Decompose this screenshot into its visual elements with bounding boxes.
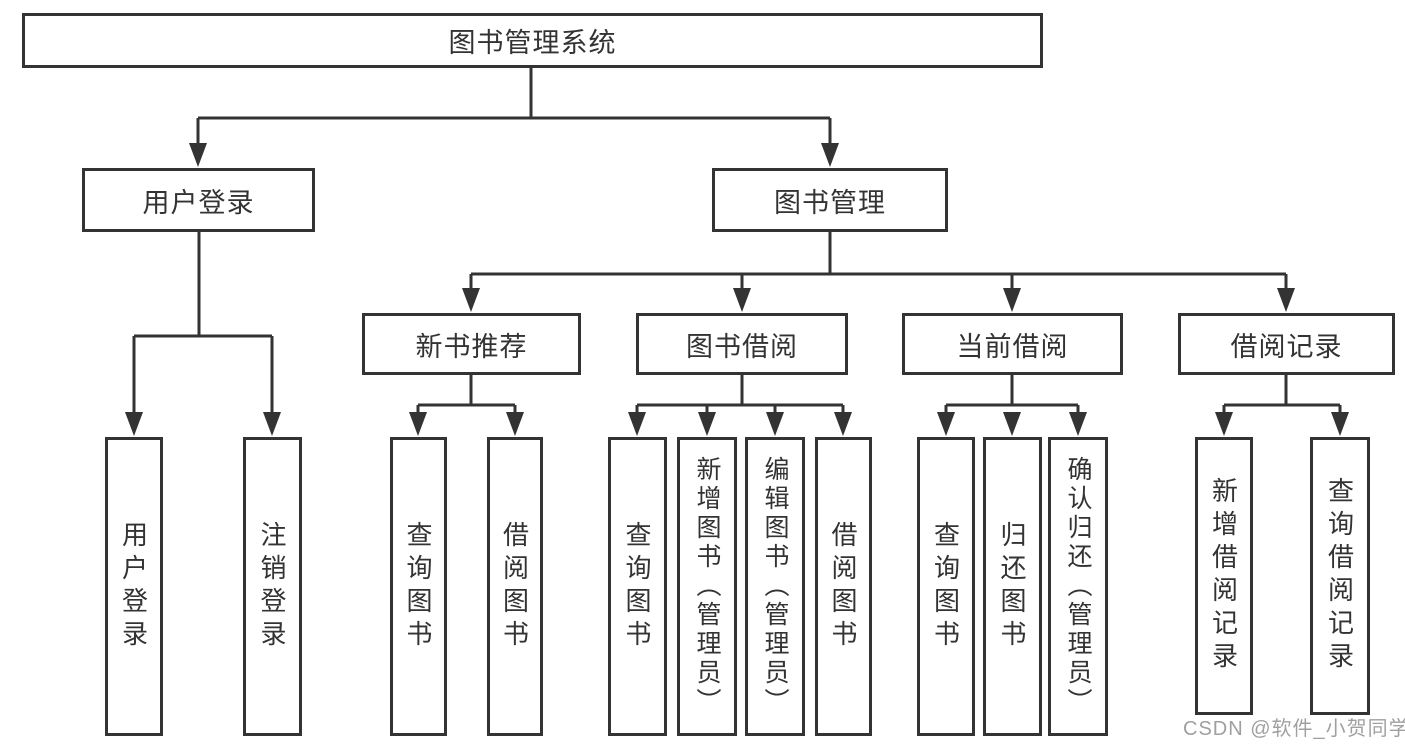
leaf-query-books-recommend: 查询图书: [390, 437, 447, 736]
leaf-query-books-borrow: 查询图书: [608, 437, 667, 736]
connector-user-login-to-leaves: [125, 232, 281, 436]
leaf-borrow-books: 借阅图书: [815, 437, 872, 736]
leaf-return-book: 归还图书: [983, 437, 1042, 736]
connector-new-book-recommend-to-leaves: [409, 375, 524, 436]
leaf-query-borrow-record: 查询借阅记录: [1310, 437, 1370, 715]
leaf-confirm-return-admin: 确认归还（管理员）: [1048, 437, 1108, 736]
node-borrow-records: 借阅记录: [1178, 313, 1395, 375]
node-current-borrow: 当前借阅: [902, 313, 1123, 375]
node-book-borrow: 图书借阅: [636, 313, 848, 375]
leaf-add-book-admin: 新增图书（管理员）: [677, 437, 737, 736]
node-new-book-recommend: 新书推荐: [362, 313, 581, 375]
leaf-borrow-books-recommend: 借阅图书: [487, 437, 543, 736]
connector-root-to-level2: [189, 68, 839, 167]
leaf-add-borrow-record: 新增借阅记录: [1195, 437, 1253, 715]
connector-borrow-records-to-leaves: [1215, 375, 1349, 436]
connector-current-borrow-to-leaves: [937, 375, 1087, 436]
node-user-login: 用户登录: [82, 168, 315, 232]
leaf-logout: 注销登录: [243, 437, 302, 736]
connector-book-management-to-level3: [462, 232, 1295, 312]
csdn-watermark: CSDN @软件_小贺同学: [1183, 718, 1405, 740]
leaf-edit-book-admin: 编辑图书（管理员）: [745, 437, 805, 736]
node-root: 图书管理系统: [22, 13, 1043, 68]
leaf-query-books-current: 查询图书: [917, 437, 975, 736]
connector-book-borrow-to-leaves: [628, 375, 852, 436]
node-book-management: 图书管理: [712, 168, 948, 232]
leaf-user-login: 用户登录: [105, 437, 163, 736]
